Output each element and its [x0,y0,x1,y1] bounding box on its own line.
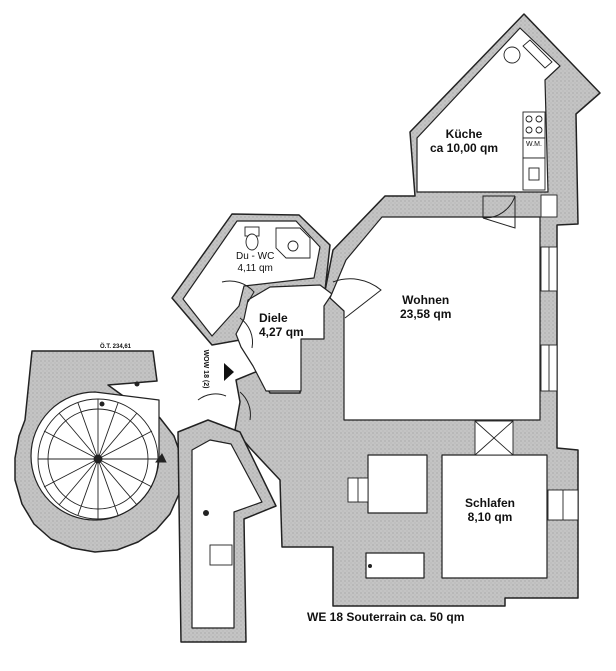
kitchen-door-swing [482,195,516,229]
apartment-caption: WE 18 Souterrain ca. 50 qm [307,610,465,624]
storage-box-icon [209,544,233,566]
bedroom-area: 8,10 qm [467,509,513,524]
hallway-name: Diele [259,311,288,325]
entrance-marker-label: WOW 18 (2) [202,349,210,389]
washing-machine-label: W.M. [526,141,542,148]
kitchen-name: Küche [445,127,483,141]
bathroom-area: 4,11 qm [237,262,273,274]
entrance-arrow-icon [224,363,234,381]
windows [347,194,579,521]
living-room-area: 23,58 qm [400,306,452,321]
hallway-area: 4,27 qm [259,324,304,339]
spiral-staircase [37,398,167,520]
living-room-name: Wohnen [402,293,450,307]
bathroom-name: Du - WC [236,251,275,262]
hallway-floor [235,284,333,392]
hallway-label: Diele 4,27 qm [259,311,304,340]
bedroom-label: Schlafen 8,10 qm [465,496,516,525]
kitchen-fixtures [503,39,553,191]
bathroom-fixtures [244,226,311,259]
living-room-label: Wohnen 23,58 qm [400,293,452,322]
door-swings [197,195,516,421]
stove-icon [522,111,546,139]
wing-dot-icon [203,510,209,516]
stair-door-swing [197,393,227,401]
wing-floor [191,439,263,629]
sink-icon [503,46,521,64]
kitchen-label: Küche ca 10,00 qm [430,127,499,156]
stair-dot-icon [134,381,140,387]
stair-dot-icon [368,564,372,568]
diele-door-swing [239,317,253,349]
entry-door-swing [239,391,251,421]
bedroom-name: Schlafen [465,496,516,510]
kitchen-counter-icon [522,39,553,69]
bathroom-door-swing [221,280,255,303]
bathroom-label: Du - WC 4,11 qm [236,251,274,274]
niche-floor [367,454,428,514]
living-door-swing [332,278,382,319]
stair-plate-label: Ö.T. 234,61 [100,344,132,350]
storage-floor [365,552,425,579]
kitchen-area: ca 10,00 qm [430,140,499,155]
living-room-floor [329,216,541,421]
stair-dot-icon [99,401,105,407]
